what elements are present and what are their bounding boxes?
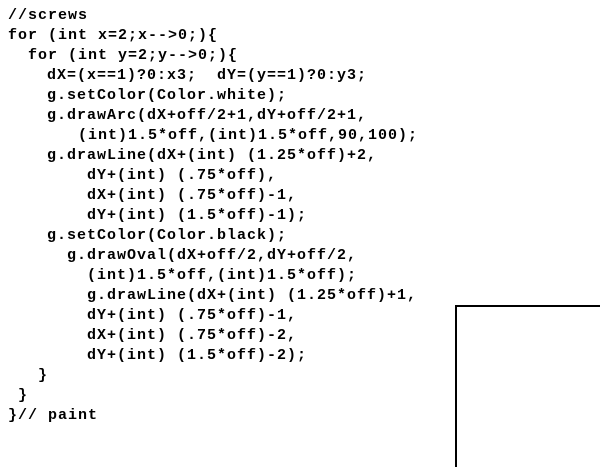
code-line: dX+(int) (.75*off)-1,	[87, 187, 298, 204]
code-line: g.drawArc(dX+off/2+1,dY+off/2+1,	[47, 107, 368, 124]
code-line: for (int x=2;x-->0;){	[8, 27, 219, 44]
code-line: dX=(x==1)?0:x3; dY=(y==1)?0:y3;	[47, 67, 368, 84]
code-line: }	[18, 387, 29, 404]
code-text: //screws for (int x=2;x-->0;){ for (int …	[8, 6, 418, 426]
code-line: dY+(int) (1.5*off)-1);	[87, 207, 308, 224]
code-line: }	[38, 367, 49, 384]
code-line: for (int y=2;y-->0;){	[28, 47, 239, 64]
code-line: //screws	[8, 7, 89, 24]
code-line: g.setColor(Color.black);	[47, 227, 288, 244]
code-line: dX+(int) (.75*off)-2,	[87, 327, 298, 344]
window-frame	[455, 305, 600, 467]
code-line: g.drawLine(dX+(int) (1.25*off)+1,	[87, 287, 418, 304]
code-line: dY+(int) (.75*off),	[87, 167, 278, 184]
code-line: g.drawLine(dX+(int) (1.25*off)+2,	[47, 147, 378, 164]
code-line: (int)1.5*off,(int)1.5*off,90,100);	[78, 127, 419, 144]
code-line: }// paint	[8, 407, 99, 424]
code-line: g.setColor(Color.white);	[47, 87, 288, 104]
code-line: g.drawOval(dX+off/2,dY+off/2,	[67, 247, 358, 264]
code-line: dY+(int) (.75*off)-1,	[87, 307, 298, 324]
code-line: (int)1.5*off,(int)1.5*off);	[87, 267, 358, 284]
code-line: dY+(int) (1.5*off)-2);	[87, 347, 308, 364]
